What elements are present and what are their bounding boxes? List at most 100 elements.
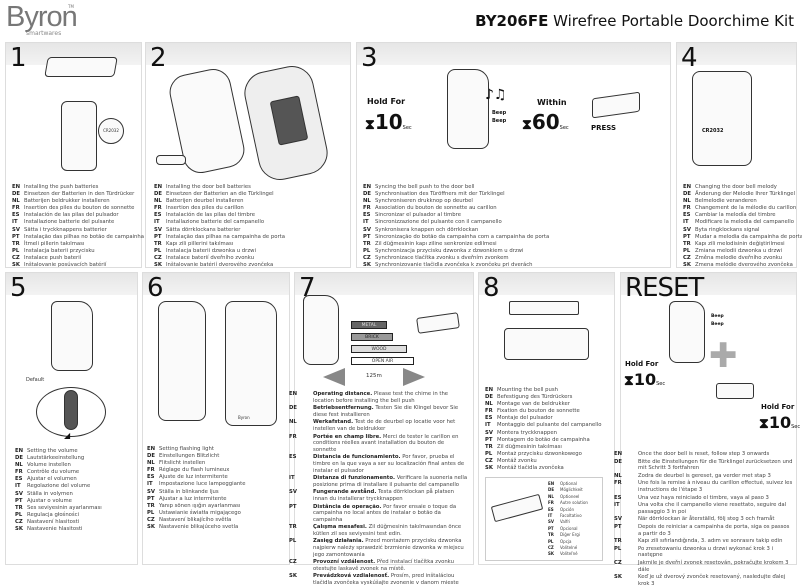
- language-code: EN: [154, 184, 163, 190]
- step-3-panel: 3 Hold For ⧗10Sec ♪♫ Beep Beep Within ⧗6…: [356, 42, 671, 268]
- item-text: Einstellungen Blitzlicht: [159, 453, 220, 460]
- language-code: PT: [15, 497, 23, 504]
- language-code: FR: [548, 500, 554, 506]
- language-code: EN: [15, 448, 24, 454]
- language-code: TR: [12, 240, 20, 247]
- language-code: SK: [12, 262, 20, 269]
- hold-timer: ⧗10Sec: [365, 111, 412, 133]
- step-number: 3: [361, 43, 378, 73]
- language-code: NL: [614, 472, 622, 479]
- hold-timer: ⧗10Sec: [759, 414, 800, 432]
- language-code: TR: [485, 443, 493, 450]
- item-term: Portée en champ libre.: [313, 433, 382, 440]
- item-text: Por favor, prueba el timbre en la que va…: [313, 454, 465, 474]
- item-text: Befestigung des Türdrückers: [497, 394, 573, 401]
- item-text: Montaż przycisku dzwonkowego: [497, 450, 582, 457]
- language-code: NL: [289, 419, 297, 426]
- language-code: CZ: [147, 516, 155, 523]
- language-code: DE: [614, 458, 623, 465]
- language-code: SV: [289, 489, 297, 496]
- item-text: Opcja: [560, 538, 572, 544]
- item-text: Optional: [560, 481, 577, 486]
- item-text: İtmeli pillerin takılması: [24, 240, 85, 247]
- item-text: Valfri: [560, 519, 571, 525]
- language-code: NL: [485, 401, 493, 408]
- language-code: ES: [548, 506, 554, 512]
- material-bar-open-air: OPEN AIR: [351, 357, 414, 365]
- panel-header: [146, 43, 350, 65]
- language-code: DE: [548, 487, 555, 493]
- item-term: Operating distance.: [313, 391, 373, 397]
- language-code: SK: [683, 262, 691, 269]
- item-text: Ställa in volymen: [27, 490, 73, 497]
- item-text: Kapı zili pillerini takılması: [166, 240, 234, 247]
- item-text: Montaggio del pulsante del campanello: [497, 422, 602, 429]
- item-text: Syncing the bell push to the door bell: [375, 184, 475, 190]
- hourglass-icon: ⧗: [365, 117, 375, 133]
- item-text: Ställa in blinkande ljus: [159, 488, 219, 495]
- item-text: Zil düğmesinin takılmasından önce kütlen…: [313, 524, 462, 537]
- mounting-bracket-illustration: [509, 301, 579, 315]
- item-text: Batterijen deurbel installeren: [166, 198, 244, 205]
- item-text: Cambiar la melodía del timbre: [695, 212, 776, 219]
- language-code: EN: [683, 184, 692, 190]
- material-bar-metal: METAL: [351, 321, 387, 329]
- language-code: NL: [363, 198, 371, 205]
- language-code: TR: [289, 524, 297, 531]
- material-bar-wood: WOOD: [351, 345, 407, 353]
- item-text: Installazione batterie del pulsante: [24, 219, 115, 226]
- volume-cycle-diagram: [36, 387, 106, 437]
- language-code: PT: [683, 233, 691, 240]
- within-seconds: 60: [531, 110, 560, 134]
- item-text: Mounting the bell push: [497, 387, 558, 393]
- item-text: Kapı zili sıfırlandığında, 3. adım ve so…: [638, 538, 783, 545]
- hold-seconds: 10: [633, 370, 657, 389]
- item-term: Provozní vzdálenost.: [313, 559, 376, 566]
- language-code: PL: [683, 247, 691, 254]
- battery-icon: [156, 155, 186, 165]
- item-text: Instalação das pilhas na campainha de po…: [166, 233, 285, 240]
- door-chime-illustration: [669, 301, 705, 363]
- language-code: SK: [289, 573, 297, 580]
- language-code: CZ: [614, 559, 622, 566]
- item-text: Una vez haya reiniciado el timbre, vaya …: [638, 494, 769, 501]
- item-text: Setting flashing light: [159, 446, 214, 452]
- coin-battery-label: CR2032: [702, 128, 724, 134]
